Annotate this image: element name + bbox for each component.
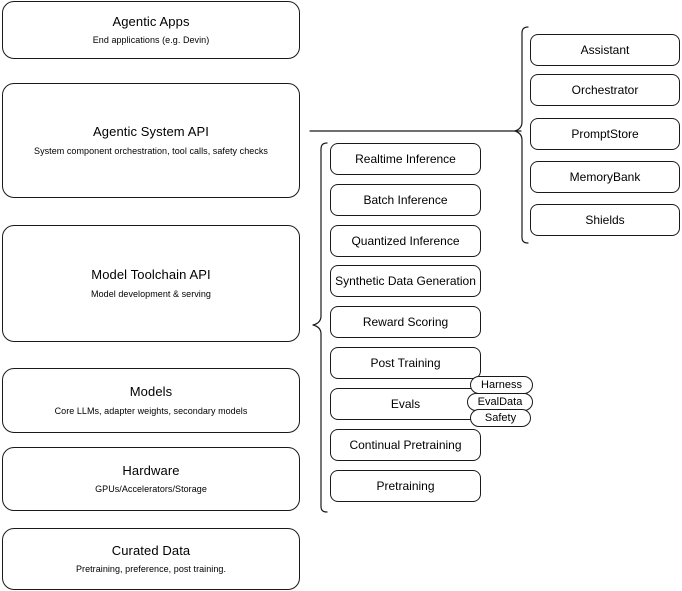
eval-subcomponent-safety[interactable]: Safety — [470, 409, 531, 427]
layer-agentic-system-api[interactable]: Agentic System API System component orch… — [2, 83, 300, 198]
layer-agentic-apps[interactable]: Agentic Apps End applications (e.g. Devi… — [2, 1, 300, 59]
component-shields[interactable]: Shields — [530, 204, 680, 236]
capability-post-training[interactable]: Post Training — [330, 347, 481, 379]
capability-quantized-inference[interactable]: Quantized Inference — [330, 225, 481, 257]
layer-subtitle: Core LLMs, adapter weights, secondary mo… — [54, 405, 248, 416]
eval-subcomponent-harness[interactable]: Harness — [470, 376, 533, 394]
capability-reward-scoring[interactable]: Reward Scoring — [330, 306, 481, 338]
capability-pretraining[interactable]: Pretraining — [330, 470, 481, 502]
layer-subtitle: Pretraining, preference, post training. — [75, 564, 227, 574]
layer-subtitle: GPUs/Accelerators/Storage — [95, 484, 207, 494]
layer-subtitle: Model development & serving — [91, 288, 211, 299]
capability-synthetic-data-generation[interactable]: Synthetic Data Generation — [330, 265, 481, 297]
layer-title: Agentic Apps — [112, 13, 190, 29]
layer-title: Models — [129, 384, 173, 400]
component-orchestrator[interactable]: Orchestrator — [530, 74, 680, 106]
model-toolchain-brace — [312, 142, 328, 513]
layer-models[interactable]: Models Core LLMs, adapter weights, secon… — [2, 368, 300, 433]
capability-evals[interactable]: Evals — [330, 388, 481, 420]
layer-curated-data[interactable]: Curated Data Pretraining, preference, po… — [2, 528, 300, 590]
layer-hardware[interactable]: Hardware GPUs/Accelerators/Storage — [2, 447, 300, 511]
capability-batch-inference[interactable]: Batch Inference — [330, 184, 481, 216]
layer-title: Model Toolchain API — [91, 267, 211, 283]
layer-title: Agentic System API — [93, 124, 209, 140]
component-assistant[interactable]: Assistant — [530, 34, 680, 66]
component-promptstore[interactable]: PromptStore — [530, 118, 680, 150]
layer-model-toolchain-api[interactable]: Model Toolchain API Model development & … — [2, 225, 300, 342]
layer-subtitle: End applications (e.g. Devin) — [92, 35, 210, 45]
capability-continual-pretraining[interactable]: Continual Pretraining — [330, 429, 481, 461]
capability-realtime-inference[interactable]: Realtime Inference — [330, 143, 481, 175]
layer-title: Curated Data — [111, 542, 191, 558]
agentic-system-brace — [514, 26, 529, 244]
layer-title: Hardware — [122, 462, 180, 478]
component-memorybank[interactable]: MemoryBank — [530, 161, 680, 193]
layer-subtitle: System component orchestration, tool cal… — [34, 145, 268, 156]
